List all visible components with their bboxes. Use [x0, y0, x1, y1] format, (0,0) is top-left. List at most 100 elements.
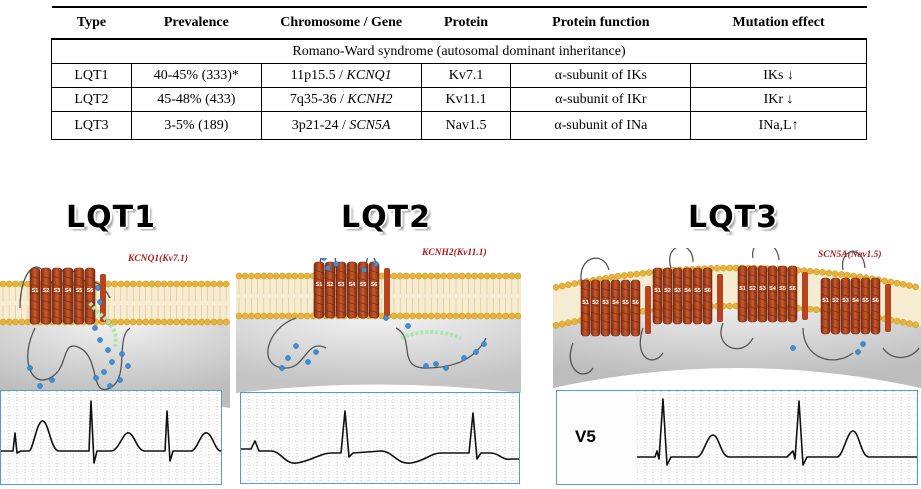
- lipid-head: [825, 269, 833, 277]
- pore-helix: [100, 274, 106, 322]
- lipid-head: [421, 312, 429, 320]
- table-row: LQT2 45-48% (433) 7q35-36 / KCNH2 Kv11.1…: [51, 87, 867, 112]
- residue-chain-green: [88, 301, 118, 349]
- lipid-head: [489, 312, 497, 320]
- helix-label: S4: [769, 286, 777, 292]
- lipid-head: [477, 272, 485, 280]
- lipid-head: [303, 312, 311, 320]
- helix-label: S2: [832, 298, 839, 304]
- cell-function: α-subunit of INa: [510, 111, 692, 140]
- residue-dot: [97, 299, 103, 305]
- lipid-head: [844, 271, 851, 279]
- lipid-head: [831, 270, 839, 277]
- lipid-head: [608, 273, 616, 281]
- helix-label: S6: [789, 286, 796, 292]
- lipid-head: [614, 273, 622, 280]
- lipid-head: [565, 281, 572, 289]
- lipid-head: [105, 280, 112, 288]
- lipid-head: [713, 264, 721, 272]
- lipid-head: [179, 280, 187, 288]
- header-protein: Protein: [421, 6, 511, 40]
- lipid-head: [645, 269, 653, 276]
- lipid-head: [446, 312, 454, 320]
- cell-function: α-subunit of IKr: [510, 87, 692, 112]
- lipid-head: [210, 280, 218, 288]
- lipid-head: [502, 312, 509, 320]
- lipid-head: [210, 318, 218, 326]
- cell-chromosome-gene: 11p15.5 / KCNQ1: [260, 63, 422, 88]
- intracellular-chain: [27, 327, 131, 391]
- residue-dot: [117, 377, 123, 383]
- lipid-head: [248, 272, 255, 280]
- lipid-head: [440, 312, 447, 320]
- helix-label: S1: [654, 288, 661, 294]
- lipid-head: [136, 318, 143, 326]
- residue-dots: [279, 258, 487, 371]
- panel-title: LQT2: [341, 200, 431, 235]
- lipid-head: [204, 280, 211, 288]
- residue-dot: [305, 359, 311, 365]
- lipid-head: [167, 318, 174, 326]
- lipid-head: [123, 318, 131, 326]
- residue-dot: [461, 355, 467, 361]
- header-type: Type: [51, 6, 132, 40]
- lipid-head: [819, 269, 826, 276]
- lipid-head: [297, 312, 305, 320]
- residue-dot: [855, 349, 861, 355]
- residue-dot: [101, 369, 107, 375]
- lipid-head: [117, 280, 125, 288]
- table-row: LQT1 40-45% (333)* 11p15.5 / KCNQ1 Kv7.1…: [51, 63, 867, 88]
- lipid-head: [266, 312, 274, 320]
- cell-chromosome: 3p21-24 /: [291, 117, 350, 133]
- lipid-head: [887, 278, 895, 286]
- residue-dot: [279, 365, 285, 371]
- cell-protein: Kv7.1: [420, 63, 512, 88]
- helix-label: S3: [674, 288, 681, 294]
- cell-type: LQT3: [51, 111, 132, 140]
- ecg-trace: [240, 392, 519, 482]
- lipid-head: [12, 280, 19, 288]
- lipid-head: [496, 312, 503, 320]
- header-mutation-effect: Mutation effect: [690, 6, 867, 40]
- lipid-head: [565, 319, 572, 327]
- lipid-head: [279, 272, 286, 280]
- residue-dot: [109, 359, 115, 365]
- residue-dot: [293, 343, 299, 349]
- cell-chromosome: 7q35-36 /: [289, 91, 348, 107]
- residue-dot: [443, 365, 449, 371]
- lipid-head: [514, 272, 521, 280]
- lipid-head: [639, 307, 647, 315]
- lipid-head: [191, 318, 199, 326]
- lipid-head: [452, 272, 460, 280]
- lipid-head: [881, 277, 888, 285]
- residue-dot: [119, 351, 125, 357]
- residue-chain-green: [400, 330, 462, 340]
- lipid-head: [160, 318, 168, 326]
- lipid-head: [627, 271, 634, 279]
- helix-label: S3: [759, 286, 766, 292]
- lipid-head: [198, 318, 205, 326]
- cytoplasm-shading: [0, 318, 230, 408]
- lipid-head: [409, 312, 416, 320]
- lipid-head: [285, 272, 292, 280]
- lipid-head: [813, 306, 820, 314]
- lipid-head: [291, 272, 299, 280]
- helix-label: S2: [664, 288, 671, 294]
- lipid-head: [452, 312, 460, 320]
- residue-dot: [97, 337, 103, 343]
- ecg-strip: [240, 392, 520, 484]
- lipid-head: [471, 272, 478, 280]
- cell-prevalence: 45-48% (433): [130, 87, 262, 112]
- ecg-waveform: [241, 410, 519, 464]
- helix-label: S3: [602, 300, 609, 306]
- cell-protein: Nav1.5: [420, 111, 512, 140]
- residue-dot: [95, 285, 101, 291]
- section-row: Romano-Ward syndrome (autosomal dominant…: [51, 38, 867, 64]
- helix-label: S3: [338, 282, 345, 288]
- lipid-head: [260, 312, 268, 320]
- residue-dots: [790, 341, 866, 355]
